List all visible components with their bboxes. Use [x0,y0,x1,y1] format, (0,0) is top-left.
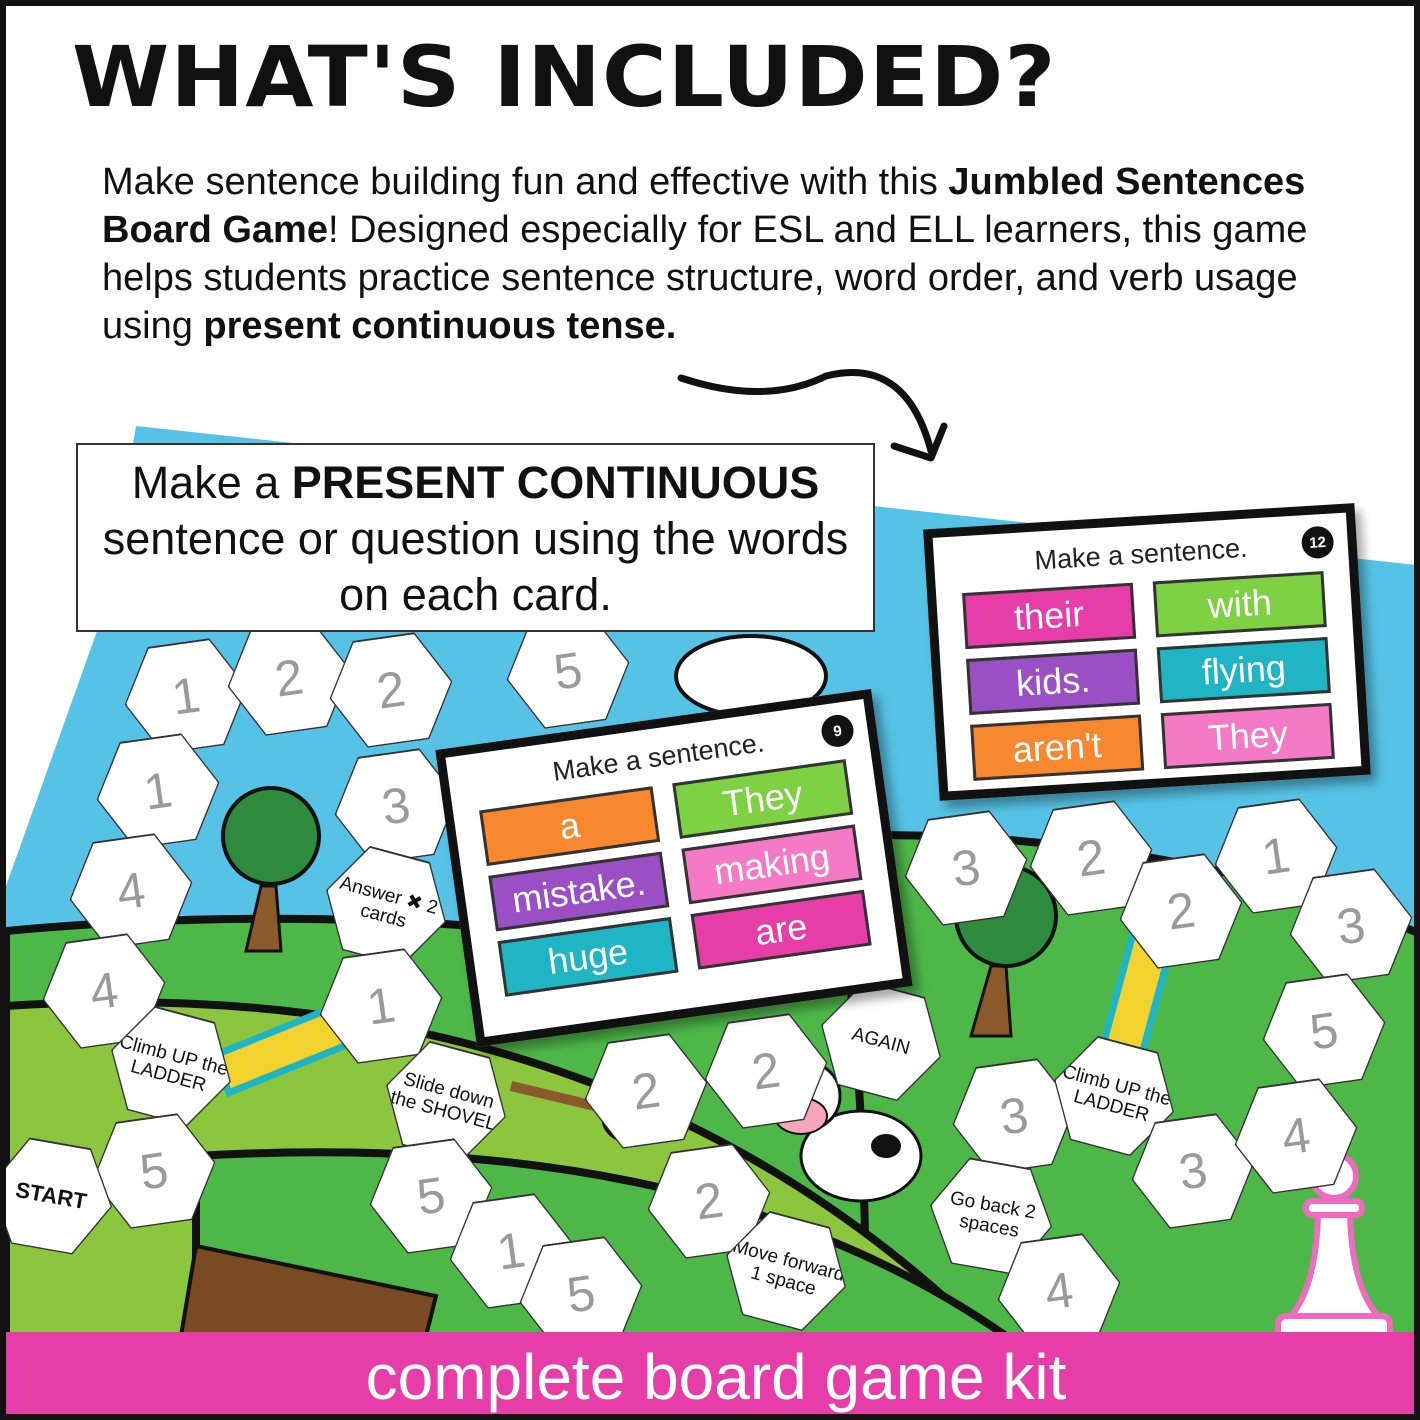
word-tile: making [681,824,863,905]
word-tile: flying [1156,636,1331,704]
board-space-label: 2 [691,1171,727,1231]
board-space-label: Climb UP the LADDER [117,1031,231,1097]
board-space-label: 5 [550,641,586,701]
board-space-label: 2 [271,648,307,708]
board-space-label: Move forward 1 space [730,1235,848,1300]
board-space-label: 2 [1163,881,1199,941]
word-tile: are [690,889,872,970]
board-space-label: 1 [363,976,399,1036]
word-tile: They [672,759,854,839]
board-space-label: 3 [1175,1141,1211,1201]
board-space-label: 1 [1258,826,1294,886]
word-tile: a [479,786,661,867]
board-space-label: 5 [136,1141,172,1201]
word-tile: mistake. [488,851,670,932]
word-tile: aren't [970,714,1145,781]
board-space-label: Climb UP the LADDER [1060,1061,1174,1127]
board-space-label: 2 [628,1061,664,1121]
intro-game-name: Jumbled Sentences Board Game [102,161,1306,251]
board-space-label: 2 [373,660,409,720]
board-space-label: 2 [748,1041,784,1101]
intro-text: Make sentence building fun and effective… [102,161,949,203]
board-space-label: 3 [996,1086,1032,1146]
word-tile: with [1152,571,1327,638]
board-space-label: 2 [1073,828,1109,888]
board-space-label: 5 [1306,1001,1342,1061]
intro-tense: present continuous tense. [203,305,677,347]
board-space-label: 5 [413,1166,449,1226]
intro-paragraph: Make sentence building fun and effective… [102,158,1332,350]
board-space-label: Slide down the SHOVEL [388,1068,499,1136]
board-space-label: 4 [113,861,149,921]
board-space-label: START [13,1176,89,1215]
board-space-label: 3 [1333,896,1369,956]
word-tile: kids. [966,648,1141,715]
bottom-banner: complete board game kit [6,1332,1414,1414]
board-space-label: 4 [1278,1106,1314,1166]
board-space-label: 4 [1041,1261,1077,1321]
board-space-label: 1 [168,666,204,726]
board-space-label: 1 [493,1221,529,1281]
word-tile: huge [497,916,679,997]
board-space-label: 4 [86,961,122,1021]
board-space-label: 3 [948,838,984,898]
board-space-label: 1 [140,761,176,821]
word-tile: They [1160,702,1335,770]
board-space-label: 5 [563,1264,599,1324]
page-title: WHAT'S INCLUDED? [72,28,1057,126]
board-space-label: 3 [378,776,414,836]
board-space-label: Go back 2 spaces [948,1187,1038,1242]
board-space-label: Answer ✖ 2 cards [337,872,440,933]
board-space-label: AGAIN [849,1023,913,1059]
pawn-icon [1275,1151,1393,1343]
tree-icon [221,786,321,953]
instruction-text: sentence or question using the words on … [102,513,849,620]
instruction-text: Make a [131,457,292,508]
intro-text: ! Designed especially for ESL and ELL le… [102,209,1308,347]
instruction-box: Make a PRESENT CONTINUOUS sentence or qu… [76,443,875,632]
instruction-emphasis: PRESENT CONTINUOUS [291,457,820,508]
word-tile: their [962,582,1137,650]
